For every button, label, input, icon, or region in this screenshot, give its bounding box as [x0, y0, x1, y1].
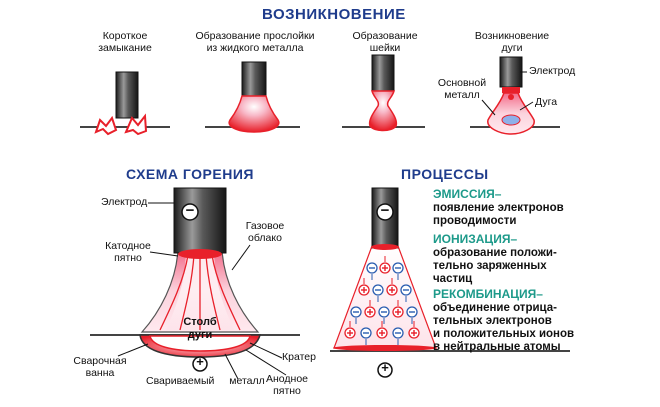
- leader-anode: [245, 349, 287, 376]
- stage-short-circuit: [80, 71, 170, 136]
- charged-particles: [344, 256, 420, 345]
- label-line: ванна: [85, 367, 115, 380]
- process-line: образование положи-: [433, 246, 557, 259]
- arc-core: [501, 114, 521, 126]
- leader-arc: [519, 101, 534, 111]
- process-emission: ЭМИССИЯ– появление электронов проводимос…: [433, 187, 653, 228]
- label-electrode: Электрод: [529, 65, 576, 77]
- cathode-spot: [178, 249, 222, 259]
- label-electrode: Электрод: [101, 196, 148, 208]
- arc-flame: [487, 92, 535, 135]
- minus-sign: −: [380, 202, 390, 219]
- label-line: пятно: [273, 385, 301, 398]
- crater: [149, 335, 251, 352]
- heading-ignition: ВОЗНИКНОВЕНИЕ: [262, 6, 406, 23]
- caption-line: дуги: [501, 42, 523, 55]
- label-line: Катодное: [105, 240, 151, 252]
- process-line: объединение отрица-: [433, 301, 557, 314]
- process-ionization: ИОНИЗАЦИЯ– образование положи- тельно за…: [433, 232, 653, 286]
- leader-crater: [249, 342, 283, 359]
- cathode-spot: [371, 244, 399, 250]
- process-line: и положительных ионов: [433, 328, 575, 341]
- process-line: тельно заряженных: [433, 260, 547, 273]
- electrode-rod: [371, 54, 395, 92]
- leader-workpiece: [224, 353, 239, 380]
- stage-neck: [342, 54, 425, 132]
- label-anode-spot: Анодное пятно: [262, 373, 312, 397]
- label-word: Свариваемый: [146, 375, 215, 387]
- label-line: Сварочная: [73, 355, 127, 367]
- spark-right: [124, 113, 148, 136]
- label-cathode-spot: Катодное пятно: [102, 240, 154, 264]
- stage-caption: Возникновение дуги: [462, 30, 562, 54]
- electrode-rod: [173, 187, 227, 254]
- process-line: проводимости: [433, 215, 517, 228]
- electrode-rod: [499, 56, 523, 88]
- droplet: [508, 94, 514, 100]
- label-line: металл: [444, 89, 480, 102]
- combustion-scheme: [90, 187, 300, 380]
- label-arc: Дуга: [535, 96, 558, 108]
- electrode-rod: [115, 71, 139, 119]
- label-line: Анодное: [265, 373, 308, 385]
- plus-terminal: [192, 356, 208, 372]
- electrode-rod: [241, 61, 267, 97]
- label-gas-cloud: Газовое облако: [242, 220, 288, 244]
- label-workpiece: Свариваемый металл: [146, 375, 265, 387]
- process-term: РЕКОМБИНАЦИЯ–: [433, 287, 543, 301]
- label-arc-column: Столб дуги: [172, 316, 228, 341]
- arc-streaks: [159, 254, 241, 331]
- minus-sign: −: [185, 202, 195, 219]
- processes-diagram: [330, 187, 570, 378]
- label-line: облако: [248, 232, 282, 245]
- leader-pool: [117, 343, 149, 357]
- minus-terminal: [376, 203, 394, 221]
- label-base-metal: Основной металл: [437, 77, 487, 101]
- stage-caption: Образование шейки: [335, 30, 435, 54]
- process-term: ЭМИССИЯ–: [433, 187, 502, 201]
- heading-scheme: СХЕМА ГОРЕНИЯ: [126, 166, 254, 182]
- plus-sign: +: [196, 354, 204, 369]
- process-line: частиц: [433, 273, 473, 286]
- caption-line: Короткое: [102, 30, 148, 42]
- leader-base-metal: [481, 99, 496, 116]
- stage-caption: Образование прослойки из жидкого металла: [185, 30, 325, 54]
- heading-processes: ПРОЦЕССЫ: [401, 166, 489, 182]
- label-line: Газовое: [245, 220, 285, 232]
- process-line: тельных электронов: [433, 315, 552, 328]
- caption-line: Образование прослойки: [195, 30, 315, 42]
- plus-terminal: [377, 362, 393, 378]
- anode-spot: [333, 345, 437, 351]
- leader-cathode: [149, 251, 179, 257]
- label-line: пятно: [114, 252, 142, 265]
- label-weld-pool: Сварочная ванна: [70, 355, 130, 379]
- caption-line: шейки: [369, 42, 401, 55]
- process-recombination: РЕКОМБИНАЦИЯ– объединение отрица- тельны…: [433, 287, 653, 355]
- plus-sign: +: [381, 360, 389, 375]
- caption-line: из жидкого металла: [206, 42, 304, 55]
- minus-terminal: [181, 203, 199, 221]
- caption-line: Образование: [352, 30, 418, 42]
- label-word: металл: [229, 375, 265, 387]
- process-line: появление электронов: [433, 201, 564, 214]
- leader-gas: [231, 244, 251, 271]
- caption-line: Возникновение: [474, 30, 550, 42]
- caption-line: замыкание: [98, 42, 152, 55]
- metal-neck: [368, 90, 398, 132]
- stage-caption: Короткое замыкание: [70, 30, 180, 54]
- stage-liquid-layer: [205, 61, 300, 133]
- label-line: дуги: [187, 328, 213, 341]
- label-crater: Кратер: [282, 351, 316, 363]
- label-line: Основной: [437, 77, 487, 89]
- process-term: ИОНИЗАЦИЯ–: [433, 232, 518, 246]
- spark-left: [94, 115, 118, 136]
- liquid-metal-layer: [228, 95, 280, 133]
- process-line: в нейтральные атомы: [433, 341, 561, 354]
- stage-arc: [470, 56, 560, 135]
- label-line: Столб: [183, 316, 217, 328]
